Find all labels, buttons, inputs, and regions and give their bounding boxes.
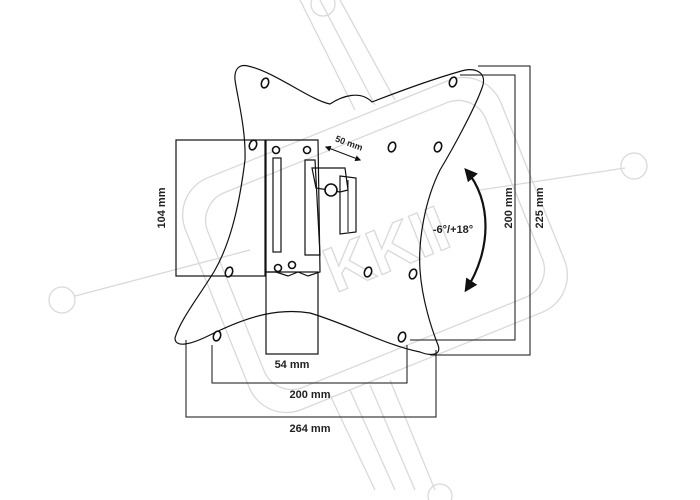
arm-bracket — [265, 139, 357, 277]
dim-200v-label: 200 mm — [503, 187, 515, 228]
dim-50-arrow — [324, 145, 362, 162]
dim-200h-line — [211, 345, 408, 384]
watermark-text: KKII — [314, 192, 460, 307]
tilt-label: -6°/+18° — [433, 224, 473, 236]
dim-200v-line — [410, 74, 516, 341]
dim-54-label: 54 mm — [275, 359, 310, 371]
dim-200h-label: 200 mm — [290, 389, 331, 401]
mounting-holes — [212, 76, 458, 343]
dim-264-line — [185, 340, 437, 418]
dim-104-label: 104 mm — [156, 187, 168, 228]
mounting-plate-outline — [174, 64, 484, 356]
dim-50-label: 50 mm — [334, 134, 364, 153]
dim-264-label: 264 mm — [290, 423, 331, 435]
dim-225v-label: 225 mm — [534, 187, 546, 228]
tilt-arrow — [464, 168, 487, 293]
watermark: KKII — [48, 0, 648, 500]
dim-225v-line — [430, 65, 531, 356]
wall-plate-lower — [265, 271, 319, 355]
